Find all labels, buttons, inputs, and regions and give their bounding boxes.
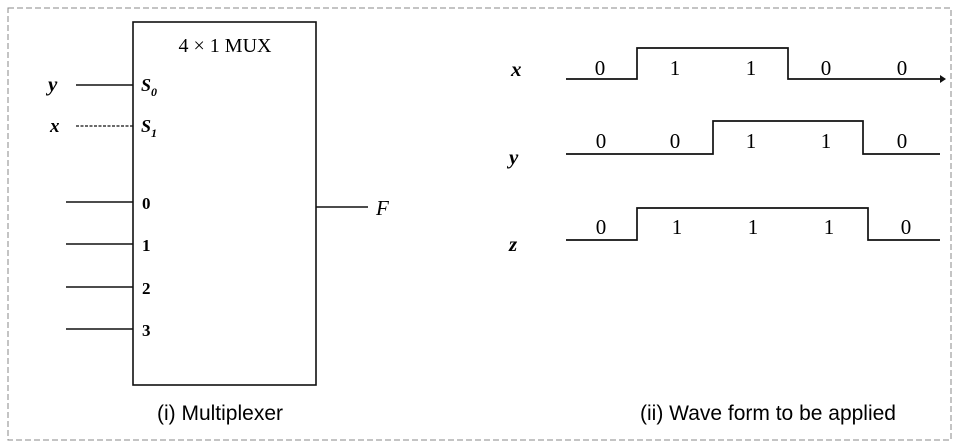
mux-block [132, 21, 317, 386]
waveform-bit: 1 [746, 56, 757, 80]
mux-title: 4 × 1 MUX [179, 35, 273, 57]
multiplexer-panel: 4 × 1 MUX y S0 x S1 0 1 2 3 [45, 21, 389, 425]
waveform-panel: x 0 1 1 0 0 y 0 0 1 1 0 z 0 1 1 1 0 [506, 47, 946, 425]
waveform-bit: 0 [821, 56, 832, 80]
mux-output: F [316, 196, 389, 220]
waveform-bit: 0 [596, 129, 607, 153]
waveform-bit: 1 [672, 215, 683, 239]
waveform-bit: 1 [748, 215, 759, 239]
data-input-2: 2 [66, 279, 151, 298]
waveform-z: z 0 1 1 1 0 [508, 207, 940, 256]
waveform-trace [566, 120, 940, 155]
waveform-bit: 0 [901, 215, 912, 239]
data-input-0: 0 [66, 194, 151, 213]
select-signal-label: x [49, 116, 60, 137]
waveform-bit: 0 [670, 129, 681, 153]
waveform-bit: 0 [897, 56, 908, 80]
waveform-trace [566, 47, 940, 80]
waveform-bit: 1 [746, 129, 757, 153]
select-signal-label: y [45, 72, 58, 96]
data-input-3: 3 [66, 321, 151, 340]
figure-border [7, 7, 952, 441]
output-label: F [375, 196, 389, 220]
waveform-bit: 1 [821, 129, 832, 153]
waveform-y: y 0 0 1 1 0 [506, 120, 940, 169]
data-pin-label: 3 [142, 321, 151, 340]
waveform-x: x 0 1 1 0 0 [510, 47, 946, 83]
waveform-signal-label: x [510, 57, 522, 81]
waveform-signal-label: z [508, 232, 518, 256]
data-pin-label: 2 [142, 279, 151, 298]
data-input-1: 1 [66, 236, 151, 255]
select-pin-label: S1 [141, 116, 157, 140]
waveform-bit: 0 [596, 215, 607, 239]
select-input-s1: x S1 [49, 116, 157, 140]
waveform-bit: 1 [824, 215, 835, 239]
waveform-bit: 0 [595, 56, 606, 80]
data-pin-label: 0 [142, 194, 151, 213]
data-pin-label: 1 [142, 236, 151, 255]
waveform-caption: (ii) Wave form to be applied [640, 402, 896, 425]
select-pin-label: S0 [141, 75, 157, 99]
waveform-bit: 1 [670, 56, 681, 80]
waveform-trace [566, 207, 940, 241]
multiplexer-caption: (i) Multiplexer [157, 402, 283, 425]
waveform-signal-label: y [506, 145, 519, 169]
waveform-arrow [940, 75, 946, 83]
select-input-s0: y S0 [45, 72, 157, 99]
waveform-bit: 0 [897, 129, 908, 153]
